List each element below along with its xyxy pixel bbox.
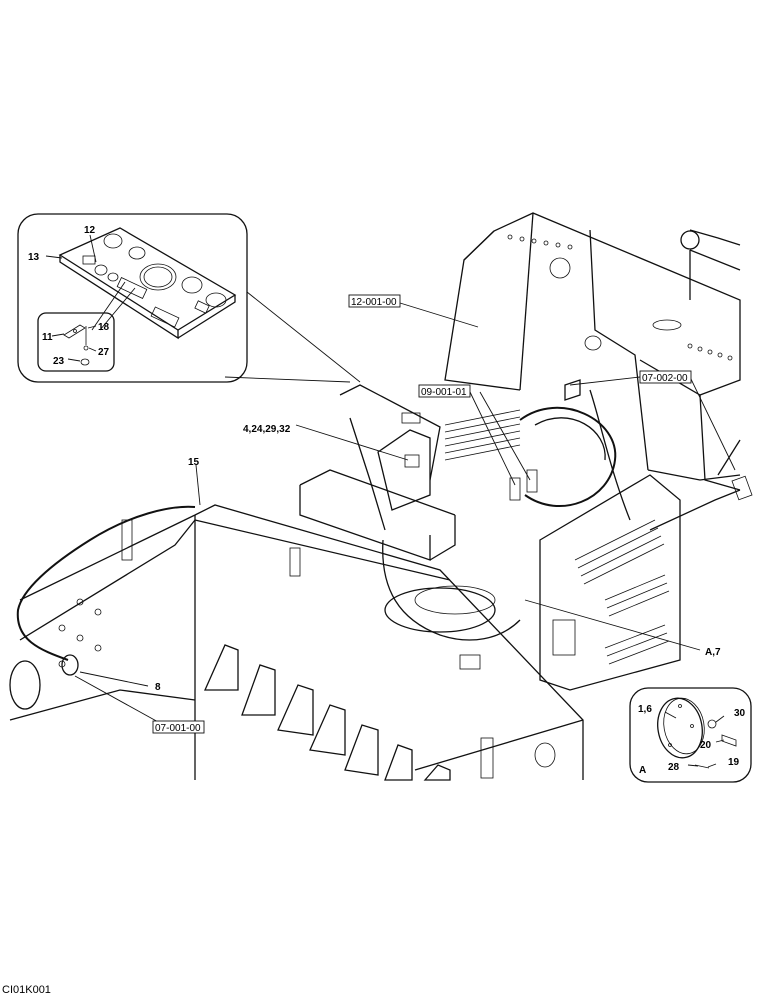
- ref-box-07-001-00: [152, 720, 205, 734]
- harness-15: [16, 505, 196, 661]
- label-18: 18: [98, 322, 110, 333]
- ref-07-001-00: 07-001-00: [155, 723, 201, 734]
- ref-07-002-00: 07-002-00: [642, 373, 688, 384]
- step-assembly: [539, 474, 681, 691]
- label-a-7: A,7: [705, 647, 721, 658]
- ref-box-07-002-00: [639, 370, 692, 384]
- view-letter-a: A: [639, 765, 646, 776]
- label-4-24-29-32: 4,24,29,32: [243, 424, 291, 435]
- label-28: 28: [668, 762, 680, 773]
- label-15: 15: [188, 457, 200, 468]
- cover-plate-inset: 1,6 30 20 28 19 A: [629, 687, 752, 783]
- ref-12-001-00: 12-001-00: [351, 297, 397, 308]
- label-20: 20: [700, 740, 712, 751]
- label-19: 19: [728, 757, 740, 768]
- label-11: 11: [42, 332, 53, 343]
- label-8: 8: [155, 682, 161, 693]
- base-frame: [9, 504, 584, 781]
- label-27: 27: [98, 347, 110, 358]
- figure-code: CI01K001: [2, 984, 51, 996]
- upper-frame: [444, 212, 741, 491]
- dashboard-inset: 12 13 11 18 27 23: [17, 213, 248, 383]
- label-23: 23: [53, 356, 65, 367]
- ref-09-001-01: 09-001-01: [421, 387, 467, 398]
- center-console: [299, 379, 617, 561]
- label-13: 13: [28, 252, 40, 263]
- label-1-6: 1,6: [638, 704, 652, 715]
- main-callouts: 4,24,29,32 15 8 A,7 12-001-00 09-001-01 …: [74, 294, 736, 734]
- label-12: 12: [84, 225, 96, 236]
- ref-box-12-001-00: [348, 294, 401, 308]
- label-30: 30: [734, 708, 746, 719]
- ref-box-09-001-01: [418, 384, 471, 398]
